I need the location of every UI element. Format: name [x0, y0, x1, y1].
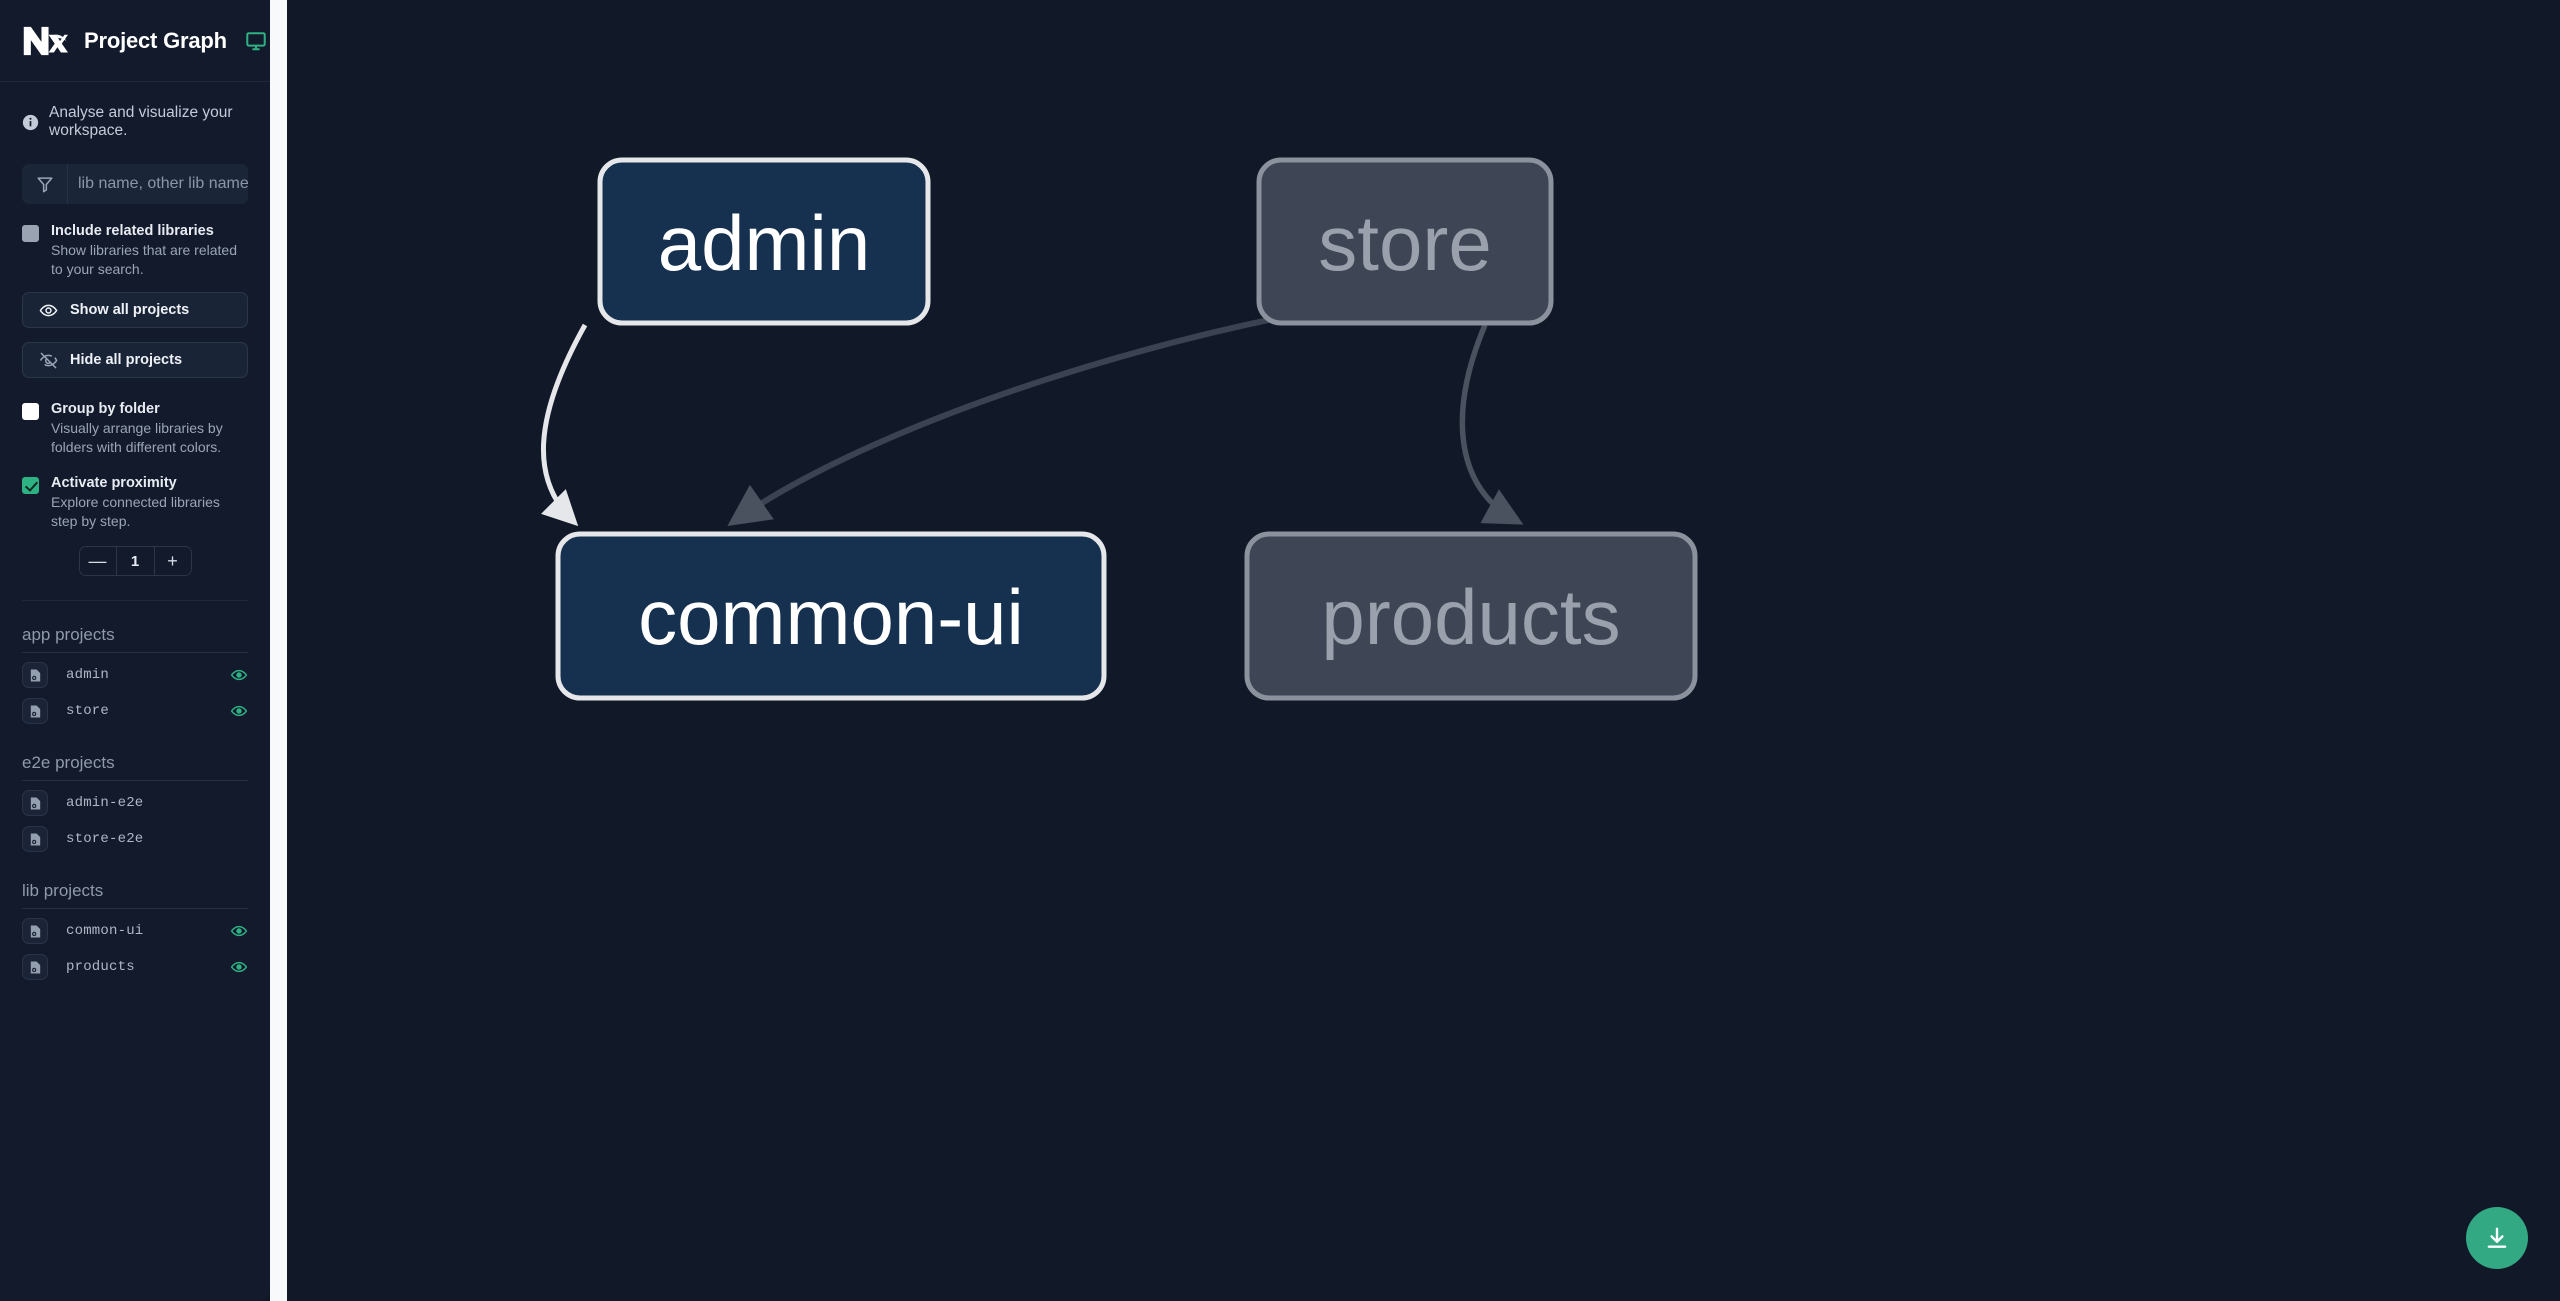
project-row-admin[interactable]: admin [22, 657, 248, 693]
project-icon [22, 918, 48, 945]
project-name: store [66, 703, 110, 720]
graph-node-label: products [1321, 573, 1620, 661]
show-all-projects-button[interactable]: Show all projects [22, 292, 248, 329]
option-group-by-folder[interactable]: Group by folder Visually arrange librari… [22, 400, 248, 456]
graph-node-label: common-ui [638, 573, 1024, 661]
project-name: admin-e2e [66, 795, 144, 812]
edge-admin-to-common-ui[interactable] [541, 323, 588, 527]
sidebar-header: Project Graph [0, 0, 270, 82]
sidebar-controls: Include related libraries Show libraries… [0, 140, 270, 602]
edge-store-to-common-ui[interactable] [727, 297, 1381, 526]
include-related-libraries-checkbox[interactable] [22, 225, 39, 242]
tagline-text: Analyse and visualize your workspace. [49, 104, 233, 139]
graph-node-label: admin [658, 199, 870, 287]
option-label: Group by folder [51, 401, 160, 418]
project-name: common-ui [66, 923, 144, 940]
filter-icon [22, 164, 68, 204]
activate-proximity-checkbox[interactable] [22, 477, 39, 495]
option-include-related-libraries[interactable]: Include related libraries Show libraries… [22, 222, 248, 278]
graph-node-admin[interactable]: admin [597, 157, 931, 326]
proximity-value: 1 [130, 552, 140, 570]
group-title-lib-projects: lib projects [22, 857, 248, 910]
group-title-e2e-projects: e2e projects [22, 729, 248, 782]
project-icon [22, 662, 48, 689]
info-icon [22, 114, 39, 131]
option-activate-proximity[interactable]: Activate proximity Explore connected lib… [22, 474, 248, 530]
project-visibility-eye-icon[interactable] [230, 702, 248, 720]
download-icon [2484, 1225, 2510, 1251]
project-name: store-e2e [66, 831, 144, 848]
tagline: Analyse and visualize your workspace. [0, 82, 270, 140]
proximity-stepper[interactable]: — 1 + [78, 546, 192, 577]
eye-off-icon [39, 351, 58, 370]
option-description: Visually arrange libraries by folders wi… [51, 420, 223, 455]
project-name: products [66, 959, 135, 976]
monitor-icon[interactable] [243, 30, 267, 52]
option-description: Show libraries that are related to your … [51, 242, 237, 277]
graph-nodes: admin store common-ui products [555, 157, 1698, 701]
group-by-folder-checkbox[interactable] [22, 403, 39, 421]
project-icon [22, 790, 48, 817]
project-row-store-e2e[interactable]: store-e2e [22, 821, 248, 857]
graph-edges [541, 297, 1524, 527]
edge-store-to-products[interactable] [1459, 323, 1524, 525]
project-visibility-eye-icon[interactable] [230, 922, 248, 940]
graph-canvas[interactable]: admin store common-ui products [270, 0, 2560, 1301]
project-row-common-ui[interactable]: common-ui [22, 913, 248, 949]
option-label: Include related libraries [51, 223, 214, 239]
project-row-products[interactable]: products [22, 949, 248, 985]
project-name: admin [66, 667, 110, 684]
project-graph-svg[interactable]: admin store common-ui products [270, 0, 2543, 1301]
show-all-projects-label: Show all projects [70, 302, 190, 319]
page-title: Project Graph [84, 27, 227, 53]
group-title-app-projects: app projects [22, 601, 248, 654]
proximity-increment-button[interactable]: + [153, 547, 191, 576]
project-icon [22, 826, 48, 853]
project-icon [22, 698, 48, 725]
eye-icon [39, 301, 58, 320]
project-list: app projects admin [0, 601, 270, 1301]
search-input[interactable] [68, 164, 248, 204]
project-visibility-eye-icon[interactable] [230, 958, 248, 976]
sidebar-divider [22, 600, 248, 602]
search-field[interactable] [22, 164, 248, 204]
project-visibility-eye-icon[interactable] [230, 666, 248, 684]
hide-all-projects-label: Hide all projects [70, 352, 183, 369]
nx-logo [22, 23, 68, 59]
option-description: Explore connected libraries step by step… [51, 494, 220, 529]
project-icon [22, 954, 48, 981]
project-row-store[interactable]: store [22, 693, 248, 729]
sidebar: Project Graph Analyse and visualize your… [0, 0, 270, 1301]
graph-node-products[interactable]: products [1244, 531, 1698, 701]
hide-all-projects-button[interactable]: Hide all projects [22, 342, 248, 379]
graph-node-label: store [1318, 199, 1491, 287]
project-row-admin-e2e[interactable]: admin-e2e [22, 785, 248, 821]
sidebar-resize-handle[interactable] [270, 0, 287, 1301]
proximity-decrement-button[interactable]: — [79, 547, 117, 576]
graph-node-store[interactable]: store [1256, 157, 1554, 326]
option-label: Activate proximity [51, 475, 177, 492]
download-graph-button[interactable] [2466, 1207, 2528, 1269]
graph-node-common-ui[interactable]: common-ui [555, 531, 1107, 701]
